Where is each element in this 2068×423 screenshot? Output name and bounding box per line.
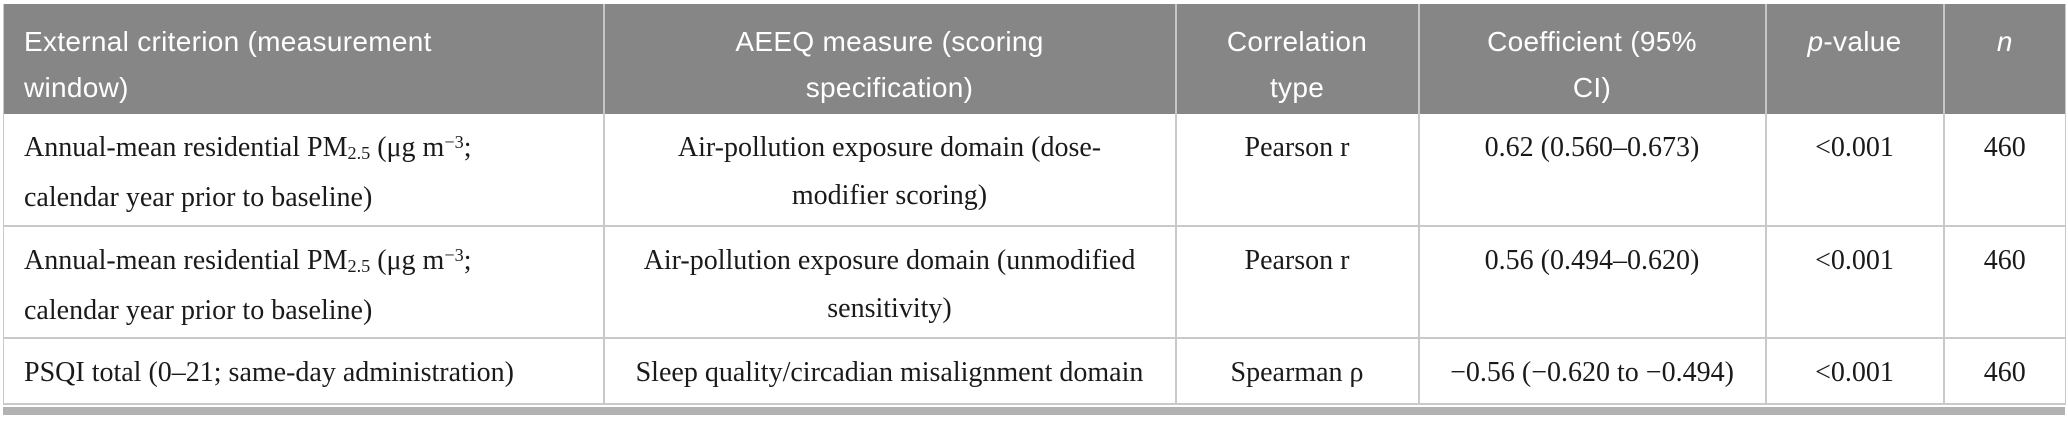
- column-header-p-value: p-value: [1764, 4, 1944, 114]
- cell-aeeq-measure: Sleep quality/circadian misalignment dom…: [602, 338, 1176, 404]
- column-header-n: n: [1942, 4, 2066, 114]
- cell-n: 460: [1942, 226, 2066, 338]
- cell-p-value: <0.001: [1764, 114, 1944, 226]
- cell-aeeq-measure: Air-pollution exposure domain (unmodifie…: [602, 226, 1176, 338]
- table-body: Annual-mean residential PM2.5 (μg m−3;ca…: [3, 114, 2066, 404]
- cell-external-criterion: Annual-mean residential PM2.5 (μg m−3;ca…: [24, 244, 472, 326]
- cell-external-criterion: PSQI total (0–21; same-day administratio…: [24, 357, 514, 388]
- cell-coefficient: −0.56 (−0.620 to −0.494): [1417, 338, 1766, 404]
- table-row: Annual-mean residential PM2.5 (μg m−3;ca…: [4, 114, 2066, 226]
- cell-n: 460: [1942, 338, 2066, 404]
- cell-coefficient: 0.62 (0.560–0.673): [1417, 114, 1766, 226]
- cell-coefficient: 0.56 (0.494–0.620): [1417, 226, 1766, 338]
- cell-p-value: <0.001: [1764, 338, 1944, 404]
- table-bottom-rule: [3, 407, 2065, 415]
- cell-external-criterion: Annual-mean residential PM2.5 (μg m−3;ca…: [24, 131, 472, 213]
- cell-p-value: <0.001: [1764, 226, 1944, 338]
- column-header-coefficient: Coefficient (95%CI): [1417, 4, 1766, 114]
- cell-correlation-type: Spearman ρ: [1174, 338, 1419, 404]
- cell-aeeq-measure: Air-pollution exposure domain (dose-modi…: [602, 114, 1176, 226]
- cell-n: 460: [1942, 114, 2066, 226]
- cell-correlation-type: Pearson r: [1174, 226, 1419, 338]
- table-row: PSQI total (0–21; same-day administratio…: [3, 338, 2066, 404]
- table-row: Annual-mean residential PM2.5 (μg m−3;ca…: [3, 226, 2066, 338]
- cell-correlation-type: Pearson r: [1174, 114, 1419, 226]
